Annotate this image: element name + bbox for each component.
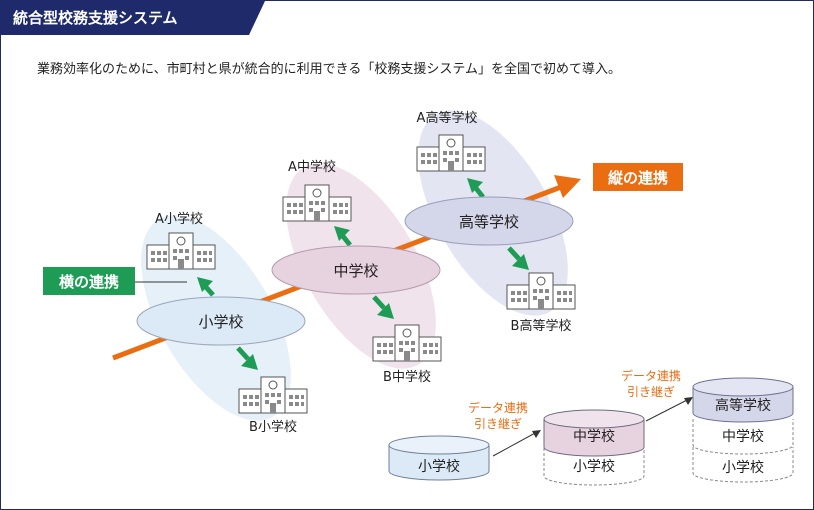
cylinder-junior-sub-label: 小学校	[573, 458, 615, 475]
transfer-1-line2: 引き継ぎ	[474, 416, 522, 431]
elementary-group: A小学校 小学校 B小学校	[136, 211, 308, 435]
transfer-arrow-2	[645, 398, 690, 422]
high-group: A高等学校 高等学校 B高等学校	[404, 110, 576, 334]
school-b-high-label: B高等学校	[511, 318, 572, 334]
elementary-arrow-up	[197, 277, 213, 292]
transfer-arrow-1	[492, 431, 538, 457]
transfer-1-line1: データ連携	[468, 400, 528, 415]
transfer-2-line2: 引き継ぎ	[627, 384, 675, 399]
horizontal-label: 横の連携	[43, 267, 187, 295]
school-b-elementary-label: B小学校	[249, 419, 297, 435]
cylinder-high-sub-label-2: 小学校	[722, 459, 764, 476]
page-title: 統合型校務支援システム	[13, 9, 178, 27]
transfer-2-line1: データ連携	[621, 368, 681, 383]
school-b-junior-label: B中学校	[383, 369, 431, 385]
elementary-arrow-down	[241, 354, 258, 370]
cylinder-elementary-label: 小学校	[418, 458, 460, 475]
high-node-label: 高等学校	[459, 213, 519, 231]
cylinder-junior-label: 中学校	[573, 428, 615, 445]
cylinder-high-sub-label-1: 中学校	[722, 428, 764, 445]
transfer-diagram: 小学校 データ連携 引き継ぎ 小学校 中学校 データ連携 引き継ぎ 小学校 中学…	[388, 368, 794, 486]
junior-node	[271, 245, 441, 295]
junior-group: A中学校 中学校 B中学校	[271, 159, 442, 385]
school-a-elementary-label: A小学校	[155, 211, 203, 227]
cylinder-high: 小学校 中学校 高等学校	[692, 377, 794, 483]
cylinder-elementary: 小学校	[388, 435, 490, 481]
high-node	[404, 196, 574, 246]
cylinder-junior: 小学校 中学校	[543, 409, 645, 486]
elementary-node	[136, 296, 306, 346]
elementary-node-label: 小学校	[198, 313, 243, 331]
school-a-high-label: A高等学校	[417, 110, 478, 126]
horizontal-label-text: 横の連携	[59, 273, 119, 291]
school-a-junior-label: A中学校	[288, 159, 336, 175]
title-tab	[1, 1, 265, 35]
vertical-label-text: 縦の連携	[608, 169, 668, 187]
junior-arrow-up	[334, 226, 350, 241]
high-arrow-up	[467, 178, 483, 193]
vertical-label: 縦の連携	[593, 163, 683, 191]
intro-text: 業務効率化のために、市町村と県が統合的に利用できる「校務支援システム」を全国で初…	[37, 61, 621, 77]
junior-node-label: 中学校	[333, 262, 378, 280]
cylinder-high-label: 高等学校	[715, 397, 771, 414]
junior-arrow-down	[377, 303, 394, 319]
high-arrow-down	[512, 254, 529, 270]
